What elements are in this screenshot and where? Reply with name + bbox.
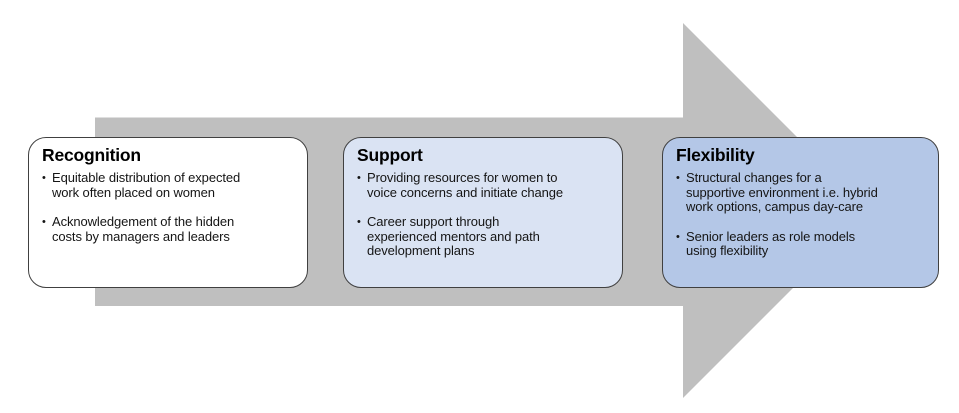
bullet-item: • Senior leaders as role models using fl…	[676, 228, 926, 259]
bullet-icon: •	[676, 172, 680, 185]
card-title: Support	[357, 145, 423, 165]
card-support: Support • Providing resources for women …	[343, 137, 623, 288]
bullet-text: Structural changes for a supportive envi…	[686, 170, 878, 215]
bullet-text: Equitable distribution of expected work …	[52, 170, 241, 200]
bullet-text: Career support through experienced mento…	[367, 214, 540, 259]
bullet-icon: •	[42, 216, 46, 229]
bullet-text: Senior leaders as role models using flex…	[686, 228, 856, 259]
bullet-item: • Acknowledgement of the hidden costs by…	[42, 214, 295, 244]
bullet-text: Acknowledgement of the hidden costs by m…	[52, 214, 235, 244]
card-recognition: Recognition • Equitable distribution of …	[28, 137, 308, 288]
card-title: Flexibility	[676, 145, 755, 165]
card-flexibility: Flexibility • Structural changes for a s…	[662, 137, 939, 288]
bullet-icon: •	[42, 172, 46, 185]
bullet-text: Providing resources for women to voice c…	[367, 170, 564, 200]
bullet-item: • Structural changes for a supportive en…	[676, 170, 926, 215]
card-title: Recognition	[42, 145, 141, 165]
bullet-icon: •	[357, 172, 361, 185]
bullet-item: • Equitable distribution of expected wor…	[42, 170, 295, 200]
bullet-item: • Providing resources for women to voice…	[357, 170, 610, 200]
bullet-icon: •	[676, 230, 680, 243]
bullet-item: • Career support through experienced men…	[357, 214, 610, 259]
bullet-icon: •	[357, 216, 361, 229]
